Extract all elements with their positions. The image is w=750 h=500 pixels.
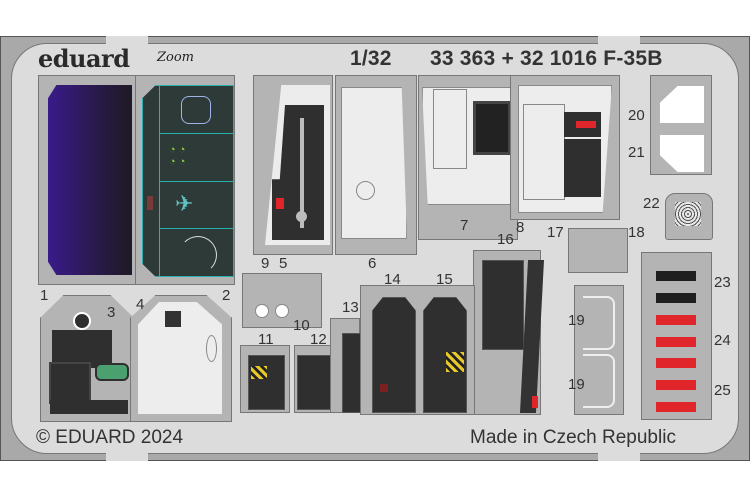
part-number: 12 — [310, 331, 327, 348]
part-number: 3 — [107, 304, 116, 321]
display-screen — [473, 101, 511, 155]
part-19-frame — [574, 285, 624, 415]
sprue-gap — [106, 36, 148, 44]
part-22-frame — [665, 193, 713, 240]
part-number: 19 — [568, 312, 585, 329]
attitude-indicator-icon — [179, 236, 217, 274]
origin-text: Made in Czech Republic — [470, 427, 676, 448]
strap-part-25 — [656, 402, 696, 412]
gauge-icons: ◔ ◔◔ ◔ — [169, 144, 186, 168]
sprue-gap — [106, 453, 148, 461]
set-number-title: 33 363 + 32 1016 F-35B — [430, 47, 663, 70]
strap-part-25 — [656, 380, 696, 390]
sprue-gap — [598, 36, 640, 44]
strap-part-23 — [656, 271, 696, 281]
console-panel-part-7 — [422, 87, 517, 205]
strap-part-24 — [656, 358, 696, 368]
zoom-logo: Zoom — [157, 50, 195, 65]
part-number: 7 — [460, 217, 469, 234]
part-number: 25 — [714, 382, 731, 399]
sprue-gap — [598, 453, 640, 461]
part-number: 10 — [293, 317, 310, 334]
part-number: 15 — [436, 271, 453, 288]
part-number: 23 — [714, 274, 731, 291]
copyright-text: © EDUARD 2024 — [36, 427, 184, 448]
part-number: 16 — [497, 231, 514, 248]
keypad-panel-part-3 — [52, 330, 112, 368]
aircraft-icon: ✈ — [175, 191, 194, 216]
part-number: 4 — [136, 296, 145, 313]
part-number: 20 — [628, 107, 645, 124]
strap-part-23 — [656, 293, 696, 303]
display-screen — [49, 362, 91, 404]
panel-part-14 — [372, 297, 416, 413]
green-display — [95, 363, 129, 381]
part-number: 14 — [384, 271, 401, 288]
grab-handle-part-19 — [583, 296, 615, 350]
panel-part-16 — [482, 260, 524, 350]
part-number: 11 — [258, 331, 274, 348]
brand-logo: eduard — [38, 44, 130, 73]
part-number: 5 — [279, 255, 288, 272]
part-number: 2 — [222, 287, 231, 304]
strap-part-24 — [656, 315, 696, 325]
strap-part-24 — [656, 337, 696, 347]
panel-part-13 — [342, 333, 362, 413]
purple-screen-part-1 — [48, 85, 132, 275]
panel-part-11 — [248, 355, 285, 410]
part-number: 17 — [547, 224, 564, 241]
scale-label: 1/32 — [350, 47, 392, 70]
part-number: 21 — [628, 144, 645, 161]
part-9-10-frame — [242, 273, 322, 328]
side-panel-part-6 — [341, 87, 407, 239]
part-number: 13 — [342, 299, 359, 316]
red-indicator — [276, 198, 284, 209]
part-number: 18 — [628, 224, 645, 241]
panel-part-12 — [297, 355, 333, 410]
switch-panel — [564, 139, 601, 197]
mfd-display-part-2: ◔ ◔◔ ◔ ✈ — [142, 85, 234, 277]
part-number: 9 — [261, 255, 270, 272]
part-number: 24 — [714, 332, 731, 349]
red-indicator — [532, 396, 538, 408]
part-number: 22 — [643, 195, 660, 212]
aircraft-topview-icon — [181, 96, 211, 124]
part-number: 1 — [40, 287, 49, 304]
console-panel-part-8 — [518, 85, 612, 213]
mesh-grille-part-22 — [675, 202, 701, 226]
part-number: 6 — [368, 255, 377, 272]
part-number: 8 — [516, 219, 525, 236]
part-17-18-frame — [568, 228, 628, 273]
grab-handle-part-19 — [583, 354, 615, 408]
part-number: 19 — [568, 376, 585, 393]
knob-icon — [73, 312, 91, 330]
